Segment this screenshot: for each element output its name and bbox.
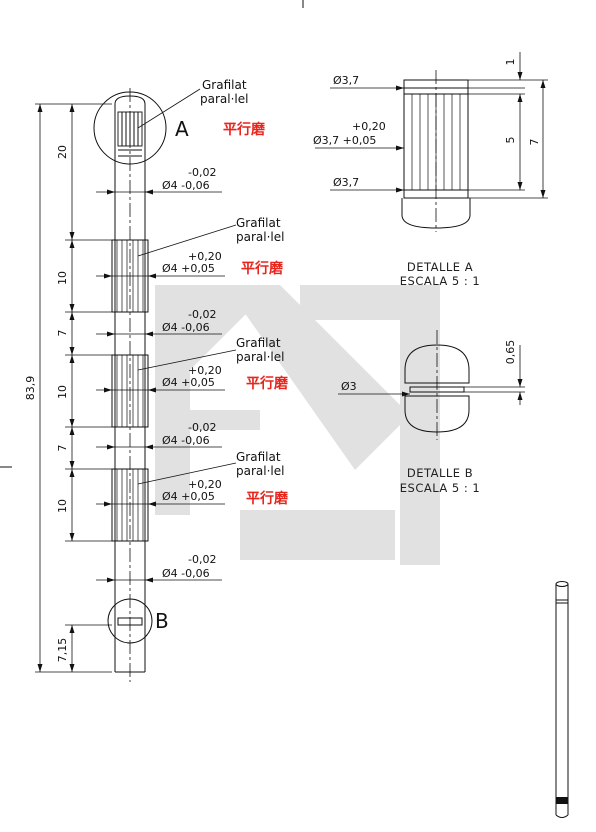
length-7-dim: 7 bbox=[56, 445, 69, 452]
length-7-dim: 7 bbox=[56, 330, 69, 337]
tol-minus-upper: -0,02 bbox=[188, 421, 216, 434]
grafilat-note: Grafilat bbox=[202, 78, 247, 92]
tol-minus-upper: -0,02 bbox=[188, 166, 216, 179]
length-10-dim: 10 bbox=[56, 385, 69, 399]
detail-a-v5: 5 bbox=[504, 137, 517, 144]
tol-plus-lower: Ø4 +0,05 bbox=[162, 490, 215, 503]
detail-a-scale: ESCALA 5 : 1 bbox=[400, 274, 480, 288]
chinese-note: 平行磨 bbox=[241, 260, 284, 277]
length-10-dim: 10 bbox=[56, 499, 69, 513]
tol-minus-upper: -0,02 bbox=[188, 553, 216, 566]
detail-a-d2-lower: Ø3,7 +0,05 bbox=[313, 134, 376, 147]
detail-b-marker: B bbox=[155, 609, 169, 633]
paralel-note: paral·lel bbox=[236, 230, 284, 244]
main-pin bbox=[93, 88, 167, 682]
detail-b-arrows bbox=[402, 379, 523, 400]
detail-a-v1: 1 bbox=[504, 59, 517, 66]
tol-minus-lower: Ø4 -0,06 bbox=[162, 434, 210, 447]
isometric-pin bbox=[555, 581, 569, 818]
tol-plus-upper: +0,20 bbox=[188, 250, 222, 263]
arrowheads bbox=[37, 104, 156, 672]
detail-b-v: 0,65 bbox=[504, 340, 517, 365]
main-dimensions bbox=[35, 88, 237, 673]
paralel-note: paral·lel bbox=[236, 464, 284, 478]
length-715-dim: 7,15 bbox=[56, 638, 69, 663]
tol-plus-lower: Ø4 +0,05 bbox=[162, 262, 215, 275]
chinese-note: 平行磨 bbox=[223, 121, 266, 138]
tol-plus-lower: Ø4 +0,05 bbox=[162, 376, 215, 389]
detail-b-title: DETALLE B bbox=[407, 466, 473, 480]
tol-plus-upper: +0,20 bbox=[188, 364, 222, 377]
chinese-note: 平行磨 bbox=[246, 490, 289, 507]
tol-minus-lower: Ø4 -0,06 bbox=[162, 179, 210, 192]
grafilat-note: Grafilat bbox=[236, 216, 281, 230]
detail-b-scale: ESCALA 5 : 1 bbox=[400, 481, 480, 495]
watermark-logo bbox=[155, 285, 440, 565]
detail-a-view bbox=[315, 52, 548, 232]
chinese-note: 平行磨 bbox=[246, 375, 289, 392]
detail-a-d3: Ø3,7 bbox=[333, 176, 359, 189]
paralel-note: paral·lel bbox=[200, 92, 248, 106]
grafilat-note: Grafilat bbox=[236, 336, 281, 350]
tol-minus-lower: Ø4 -0,06 bbox=[162, 567, 210, 580]
detail-b-d: Ø3 bbox=[341, 380, 357, 393]
tol-minus-upper: -0,02 bbox=[188, 308, 216, 321]
length-20-dim: 20 bbox=[56, 145, 69, 159]
detail-a-v7: 7 bbox=[528, 139, 541, 146]
detail-a-d2-upper: +0,20 bbox=[352, 120, 386, 133]
tol-plus-upper: +0,20 bbox=[188, 478, 222, 491]
paralel-note: paral·lel bbox=[236, 350, 284, 364]
detail-a-d1: Ø3,7 bbox=[333, 74, 359, 87]
tol-minus-lower: Ø4 -0,06 bbox=[162, 321, 210, 334]
detail-a-marker: A bbox=[175, 117, 189, 141]
length-10-dim: 10 bbox=[56, 271, 69, 285]
detail-a-arrows bbox=[396, 72, 546, 198]
grafilat-note: Grafilat bbox=[236, 450, 281, 464]
total-length-dim: 83,9 bbox=[24, 376, 37, 401]
detail-a-title: DETALLE A bbox=[407, 260, 473, 274]
